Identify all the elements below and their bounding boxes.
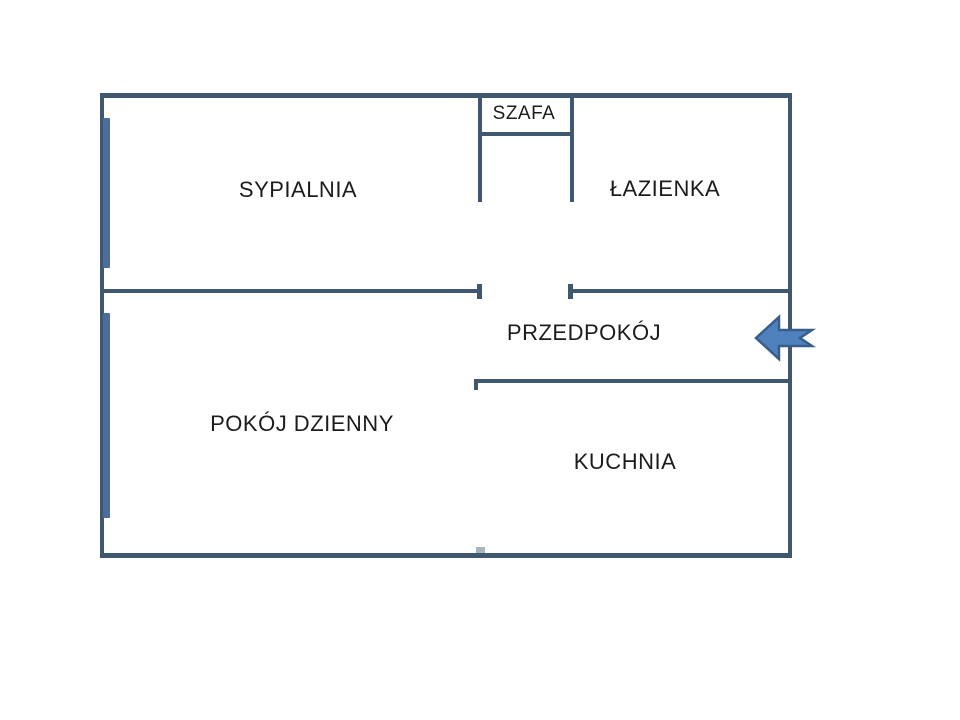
window-marker-bedroom	[103, 118, 110, 268]
entrance-arrow-icon	[754, 314, 817, 362]
room-label-lazienka: ŁAZIENKA	[609, 176, 721, 201]
room-label-pokoj-dzienny: POKÓJ DZIENNY	[210, 411, 394, 436]
wall-bottom	[100, 553, 792, 558]
wall-szafa-right	[570, 95, 574, 202]
room-label-sypialnia: SYPIALNIA	[238, 177, 358, 202]
room-label-kuchnia: KUCHNIA	[573, 449, 677, 474]
door-jamb-middle-right	[568, 284, 573, 299]
wall-middle-right	[568, 289, 792, 293]
wall-left	[100, 93, 104, 558]
wall-hallway-south	[475, 379, 792, 383]
wall-middle-left	[100, 289, 482, 293]
room-label-przedpokoj: PRZEDPOKÓJ	[506, 320, 662, 345]
window-marker-livingroom	[103, 313, 110, 518]
door-jamb-hallway-south	[474, 379, 478, 390]
wall-right	[788, 93, 792, 558]
room-label-szafa: SZAFA	[492, 103, 556, 124]
wall-szafa-divider	[478, 132, 574, 136]
door-jamb-middle-left	[477, 284, 482, 299]
wall-stub-bottom	[476, 547, 485, 553]
wall-top	[100, 93, 792, 98]
wall-szafa-left	[478, 95, 482, 202]
